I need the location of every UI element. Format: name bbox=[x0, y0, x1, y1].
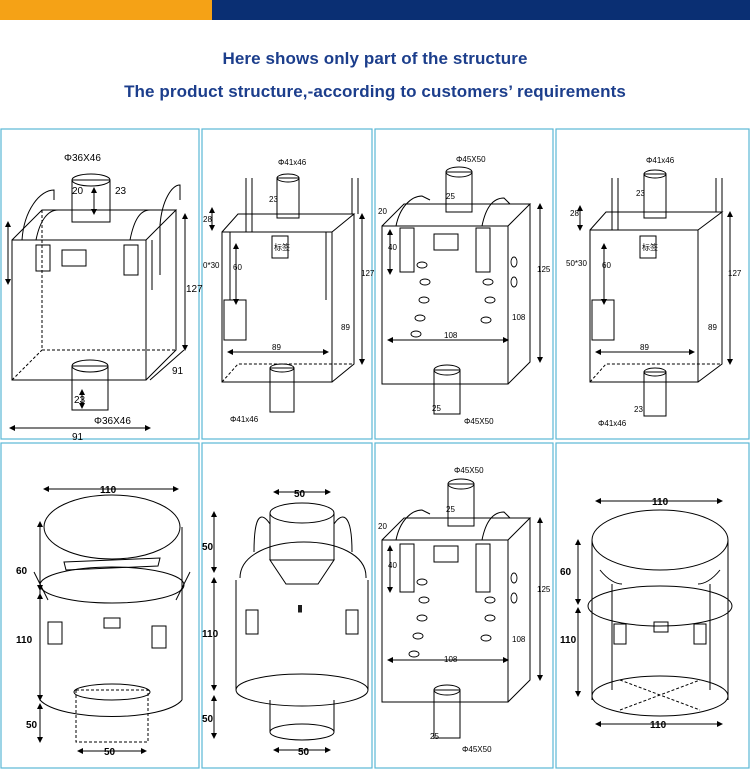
panel-4-width-dim: 89 bbox=[640, 343, 649, 352]
panel-2-cross-corner-bag bbox=[209, 173, 365, 413]
panel-8-diameter-top-dim: 110 bbox=[652, 497, 669, 508]
header-brand-bar bbox=[212, 0, 750, 20]
panel-3-top-spout-label: Φ45X50 bbox=[456, 155, 486, 164]
panel-frame bbox=[201, 442, 373, 769]
panel-6-top-dim: 50 bbox=[202, 542, 214, 553]
panel-6-bottom-dim: 50 bbox=[202, 714, 214, 725]
svg-text:ll: ll bbox=[298, 604, 302, 614]
panel-2-width-dim: 89 bbox=[272, 343, 281, 352]
panel-frame bbox=[555, 442, 750, 769]
panel-4-label-tag: 标签 bbox=[642, 242, 658, 252]
panel-6-body-dim: 110 bbox=[202, 629, 219, 640]
panel-2-bottom-spout-label: Φ41x46 bbox=[230, 415, 259, 424]
panel-frame bbox=[0, 442, 200, 769]
panel-7-depth-dim: 108 bbox=[512, 635, 526, 644]
panel-2-loop-dim: 28 bbox=[203, 215, 212, 224]
panel-3-bottom-spout-label: Φ45X50 bbox=[464, 417, 494, 426]
panel-frame bbox=[201, 128, 373, 440]
panel-8-diameter-bottom-dim: 110 bbox=[650, 720, 667, 731]
panel-2-spout-dim: 23 bbox=[269, 195, 278, 204]
panel-1-top-spout-label: Φ36X46 bbox=[64, 153, 101, 164]
panel-4-labels: Φ41x46 28 23 50*30 60 标签 127 89 89 23 Φ4… bbox=[566, 156, 742, 428]
panel-5-circular-bag bbox=[33, 486, 191, 754]
panel-1-bottom-spout-label: Φ36X46 bbox=[94, 416, 131, 427]
panel-1-loop-bag bbox=[5, 173, 188, 431]
panel-7-loop-dim: 20 bbox=[378, 522, 387, 531]
panel-5-body-dim: 110 bbox=[16, 635, 33, 646]
headline-structure-note: Here shows only part of the structure bbox=[222, 49, 528, 68]
panel-3-baffle-holes bbox=[410, 256, 518, 338]
panel-4-depth-dim: 89 bbox=[708, 323, 717, 332]
panel-7-baffle-bag bbox=[381, 478, 543, 739]
panel-4-doc-pocket-dim: 50*30 bbox=[566, 259, 587, 268]
panel-4-spout-dim: 23 bbox=[636, 189, 645, 198]
panel-7-width-dim: 108 bbox=[444, 655, 458, 664]
panel-frame bbox=[374, 128, 554, 440]
panel-7-baffle-holes bbox=[408, 572, 518, 658]
panel-4-pocket-dim: 60 bbox=[602, 261, 611, 270]
panel-3-height-dim: 125 bbox=[537, 265, 551, 274]
panel-1-width-dim: 91 bbox=[72, 432, 84, 443]
panel-7-labels: Φ45X50 20 25 40 125 108 108 25 Φ45X50 bbox=[378, 466, 551, 754]
panel-2-top-spout-label: Φ41x46 bbox=[278, 158, 307, 167]
panel-7-bottom-spout-label: Φ45X50 bbox=[462, 745, 492, 754]
panel-6-outlet-dim: 50 bbox=[298, 747, 310, 758]
panel-2-label-tag: 标签 bbox=[274, 242, 290, 252]
panel-6-circular-spout-bag: ll bbox=[211, 489, 369, 753]
panel-2-labels: Φ41x46 28 23 0*30 60 标签 127 89 89 Φ41x46 bbox=[203, 158, 375, 424]
panel-5-bottom-dim: 50 bbox=[26, 720, 38, 731]
panel-3-labels: Φ45X50 20 25 40 125 108 108 25 Φ45X50 bbox=[378, 155, 551, 426]
panel-3-baffle-bag bbox=[381, 166, 543, 415]
panel-4-bottom-spout-label: Φ41x46 bbox=[598, 419, 627, 428]
panel-4-cross-corner-bag bbox=[577, 169, 733, 417]
panel-7-top-spout-label: Φ45X50 bbox=[454, 466, 484, 475]
panel-1-depth-dim: 91 bbox=[172, 366, 184, 377]
panel-3-depth-dim: 108 bbox=[512, 313, 526, 322]
panel-8-body-dim: 110 bbox=[560, 635, 577, 646]
panel-6-spout-dim: 50 bbox=[294, 489, 306, 500]
panel-7-height-dim: 125 bbox=[537, 585, 551, 594]
panel-7-bottom-spout-dim: 25 bbox=[430, 732, 439, 741]
panel-2-height-dim: 127 bbox=[361, 269, 375, 278]
panel-2-pocket-dim: 60 bbox=[233, 263, 242, 272]
panel-5-diameter-dim: 110 bbox=[100, 485, 117, 496]
panel-7-spout-dim: 25 bbox=[446, 505, 455, 514]
panel-frame bbox=[555, 128, 750, 440]
panel-5-labels: 110 60 110 50 50 bbox=[16, 485, 117, 758]
panel-1-spout-side-dim: 23 bbox=[115, 186, 127, 197]
panel-3-bottom-spout-dim: 25 bbox=[432, 404, 441, 413]
panel-1-height-dim: 127 bbox=[186, 284, 203, 295]
panel-1-bottom-spout-dim: 23 bbox=[74, 395, 86, 406]
panel-frame bbox=[374, 442, 554, 769]
panel-8-top-dim: 60 bbox=[560, 567, 572, 578]
panel-6-labels: 50 50 110 50 50 bbox=[202, 489, 310, 758]
panel-1-spout-top-dim: 20 bbox=[72, 186, 84, 197]
panel-1-labels: Φ36X46 20 23 127 91 23 Φ36X46 91 bbox=[64, 153, 203, 443]
panel-5-top-dim: 60 bbox=[16, 566, 28, 577]
panel-8-circular-bag bbox=[575, 498, 733, 727]
panel-8-labels: 110 60 110 110 bbox=[560, 497, 669, 731]
panel-3-spout-dim: 25 bbox=[446, 192, 455, 201]
panel-2-depth-dim: 89 bbox=[341, 323, 350, 332]
panel-3-loop-dim: 20 bbox=[378, 207, 387, 216]
panel-4-height-dim: 127 bbox=[728, 269, 742, 278]
panel-frame bbox=[0, 128, 200, 440]
headline-customization-note: The product structure,-according to cust… bbox=[124, 82, 626, 101]
panel-4-loop-dim: 28 bbox=[570, 209, 579, 218]
panel-5-outlet-dim: 50 bbox=[104, 747, 116, 758]
header-accent-bar bbox=[0, 0, 212, 20]
panel-2-doc-pocket-dim: 0*30 bbox=[203, 261, 220, 270]
panel-3-width-dim: 108 bbox=[444, 331, 458, 340]
panel-frames bbox=[0, 128, 750, 769]
panel-3-pocket-dim: 40 bbox=[388, 243, 397, 252]
panel-4-top-spout-label: Φ41x46 bbox=[646, 156, 675, 165]
panel-4-bottom-spout-dim: 23 bbox=[634, 405, 643, 414]
panel-7-pocket-dim: 40 bbox=[388, 561, 397, 570]
